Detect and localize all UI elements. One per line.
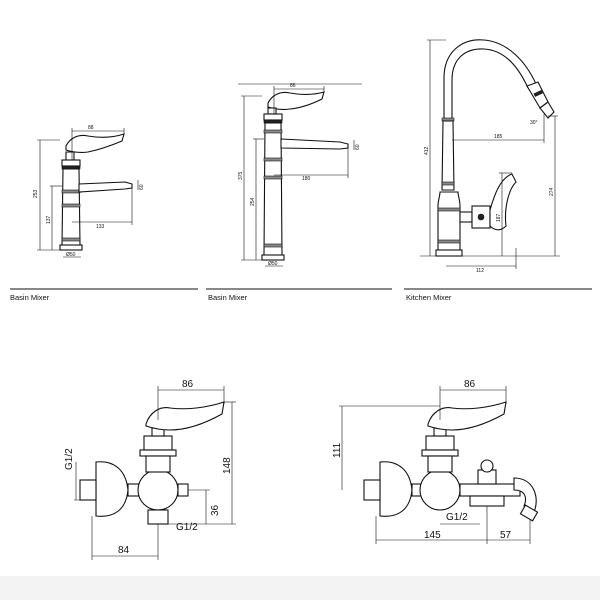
basin-mixer-1-drawing: 88 253 137 133 60 Ø50 <box>33 125 145 258</box>
wall1-outlet-dim: G1/2 <box>176 522 198 533</box>
basin2-spout-dim: 60 <box>355 144 361 150</box>
caption-basin-mixer-1: Basin Mixer <box>10 293 50 302</box>
basin2-reach-dim: 180 <box>302 176 311 182</box>
wall2-outlet-dim: G1/2 <box>446 512 468 523</box>
caption-kitchen-mixer: Kitchen Mixer <box>406 293 452 302</box>
basin2-top-dim: 86 <box>290 83 296 89</box>
basin2-base-dim: Ø50 <box>268 261 278 267</box>
wall1-inlet-dim: G1/2 <box>64 448 75 470</box>
basin1-base-dim: Ø50 <box>66 252 76 258</box>
basin-mixer-2-drawing: 86 375 254 180 60 Ø50 <box>238 83 362 267</box>
basin1-reach-dim: 133 <box>96 224 105 230</box>
basin2-lower-dim: 254 <box>250 197 256 206</box>
kitchen-height-dim: 412 <box>424 146 430 155</box>
basin1-top-dim: 88 <box>88 125 94 131</box>
kitchen-angle-dim: 30° <box>530 120 538 126</box>
basin2-height-dim: 375 <box>238 171 244 180</box>
basin1-spout-dim: 60 <box>139 184 145 190</box>
wall-mixer-1-drawing: 86 148 G1/2 G1/2 36 84 <box>64 379 236 560</box>
footer-bar <box>0 576 600 600</box>
basin1-lower-dim: 137 <box>46 215 52 224</box>
kitchen-reach-dim: 185 <box>494 134 503 140</box>
basin1-height-dim: 253 <box>33 189 39 198</box>
caption-basin-mixer-2: Basin Mixer <box>208 293 248 302</box>
wall2-top-dim: 86 <box>464 379 476 390</box>
wall1-offset-dim: 36 <box>210 504 221 516</box>
wall1-height-dim: 148 <box>222 457 233 474</box>
wall1-depth-dim: 84 <box>118 545 130 556</box>
kitchen-lower-dim: 187 <box>496 213 502 222</box>
kitchen-outlet-dim: 274 <box>549 187 555 196</box>
wall2-reach-dim: 57 <box>500 530 512 541</box>
wall1-top-dim: 86 <box>182 379 194 390</box>
wall-mixer-2-drawing: 86 111 G1/2 145 57 <box>332 379 539 544</box>
wall2-height-dim: 111 <box>332 442 343 458</box>
kitchen-base-dim: 112 <box>476 268 484 274</box>
wall2-depth-dim: 145 <box>424 530 441 541</box>
kitchen-mixer-drawing: 412 185 274 187 112 30° <box>420 39 560 274</box>
